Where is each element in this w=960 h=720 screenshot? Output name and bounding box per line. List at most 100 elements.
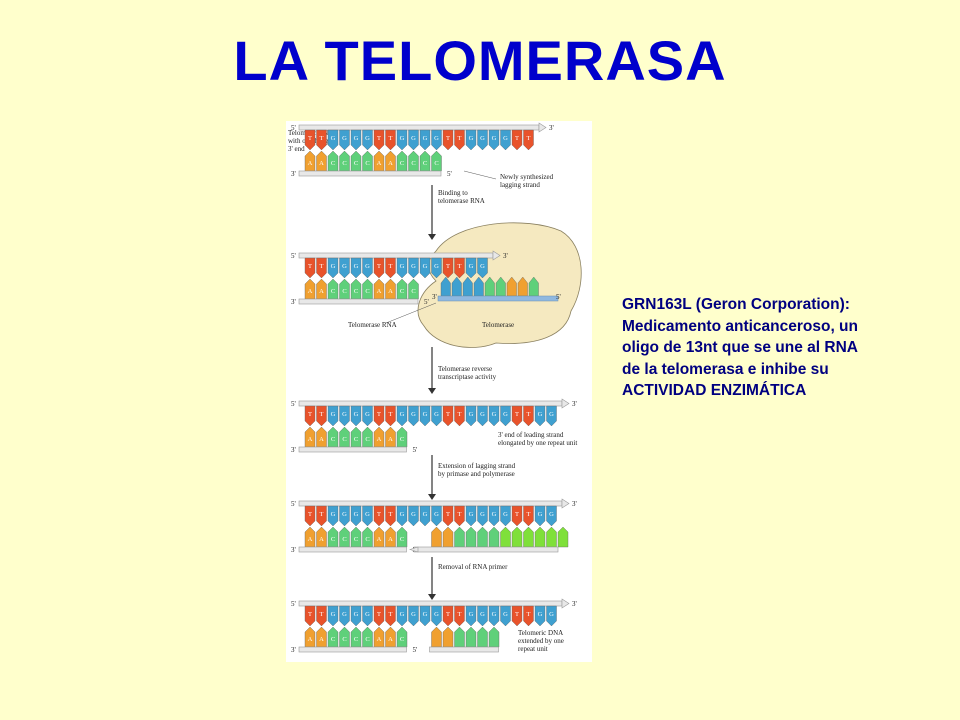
dna-backbone	[298, 124, 540, 131]
base-letter: C	[331, 636, 335, 643]
telomerase-label: Telomerase	[482, 321, 514, 329]
base-C	[477, 526, 488, 548]
three-prime-end-label: 3'	[291, 446, 296, 454]
base-T	[304, 505, 316, 527]
base-letter: A	[308, 536, 313, 543]
base-letter: A	[308, 636, 313, 643]
base-letter: A	[308, 436, 313, 443]
base-letter: G	[342, 611, 347, 618]
reverse-transcriptase-label: Telomerase reverse	[438, 365, 492, 373]
base-G	[327, 505, 339, 527]
base-T	[316, 505, 327, 527]
base-letter: T	[320, 511, 324, 518]
base-G	[419, 257, 431, 279]
base-letter: G	[411, 135, 416, 142]
base-T	[523, 605, 534, 627]
base-letter: T	[308, 263, 312, 270]
note-line: de la telomerasa e inhibe su	[622, 360, 829, 378]
base-letter: T	[527, 135, 531, 142]
extended-label: repeat unit	[518, 645, 548, 653]
dna-backbone	[298, 646, 407, 653]
extended-label: extended by one	[518, 637, 564, 645]
base-letter: C	[365, 636, 369, 643]
base-G	[327, 605, 339, 627]
base-letter: T	[389, 611, 393, 618]
base-letter: T	[515, 511, 519, 518]
dna-backbone	[298, 546, 407, 553]
base-T	[385, 405, 396, 427]
base-letter: G	[549, 611, 554, 618]
base-G	[350, 405, 362, 427]
base-letter: G	[469, 135, 474, 142]
base-letter: C	[411, 160, 415, 167]
base-letter: T	[389, 135, 393, 142]
lagging-arrow	[408, 546, 419, 553]
five-prime-end-label: 5'	[413, 446, 418, 454]
base-letter: A	[377, 160, 382, 167]
base-T	[385, 605, 396, 627]
base-letter: C	[400, 636, 404, 643]
base-A	[442, 626, 454, 648]
base-G	[408, 605, 419, 627]
base-letter: G	[434, 411, 439, 418]
base-G	[362, 405, 373, 427]
base-letter: A	[388, 636, 393, 643]
base-letter: T	[377, 511, 381, 518]
base-letter: G	[469, 411, 474, 418]
base-letter: T	[308, 411, 312, 418]
five-prime-end-label: 5'	[413, 646, 418, 654]
base-letter: T	[527, 511, 531, 518]
base-G	[339, 405, 350, 427]
base-G	[339, 257, 350, 279]
extended-label: Telomeric DNA	[518, 629, 563, 637]
base-letter: G	[354, 611, 359, 618]
base-T	[442, 405, 454, 427]
base-C	[477, 626, 488, 648]
grn163l-note: GRN163L (Geron Corporation): Medicamento…	[622, 294, 942, 402]
base-G	[465, 257, 477, 279]
base-letter: G	[434, 135, 439, 142]
base-letter: G	[434, 263, 439, 270]
base-letter: G	[423, 611, 428, 618]
base-G	[350, 505, 362, 527]
base-G	[488, 405, 500, 427]
base-T	[304, 405, 316, 427]
base-letter: C	[400, 536, 404, 543]
base-letter: G	[469, 611, 474, 618]
base-letter: A	[308, 288, 313, 295]
base-G	[362, 129, 373, 151]
base-G	[534, 605, 546, 627]
base-G	[500, 405, 511, 427]
base-G	[546, 405, 557, 427]
base-T	[511, 505, 523, 527]
base-letter: G	[549, 511, 554, 518]
base-T	[304, 605, 316, 627]
lagging-strand-backbone	[429, 646, 499, 653]
base-A	[442, 526, 454, 548]
base-T	[316, 129, 327, 151]
base-letter: A	[388, 436, 393, 443]
base-letter: A	[377, 536, 382, 543]
base-T	[523, 405, 534, 427]
base-T	[511, 129, 523, 151]
base-letter: G	[331, 511, 336, 518]
base-T	[442, 129, 454, 151]
base-C	[523, 526, 534, 548]
dna-backbone	[298, 298, 419, 305]
base-letter: T	[515, 135, 519, 142]
binding-label: Binding to	[438, 189, 468, 197]
base-G	[350, 605, 362, 627]
base-letter: T	[320, 411, 324, 418]
base-letter: C	[365, 536, 369, 543]
base-G	[408, 405, 419, 427]
base-G	[339, 505, 350, 527]
base-letter: A	[377, 436, 382, 443]
base-letter: C	[331, 288, 335, 295]
base-letter: T	[515, 411, 519, 418]
base-letter: G	[400, 511, 405, 518]
base-letter: G	[400, 135, 405, 142]
base-C	[488, 626, 500, 648]
three-prime-end-label: 3'	[503, 252, 508, 260]
three-prime-end-label: 3'	[572, 500, 577, 508]
base-T	[454, 257, 465, 279]
